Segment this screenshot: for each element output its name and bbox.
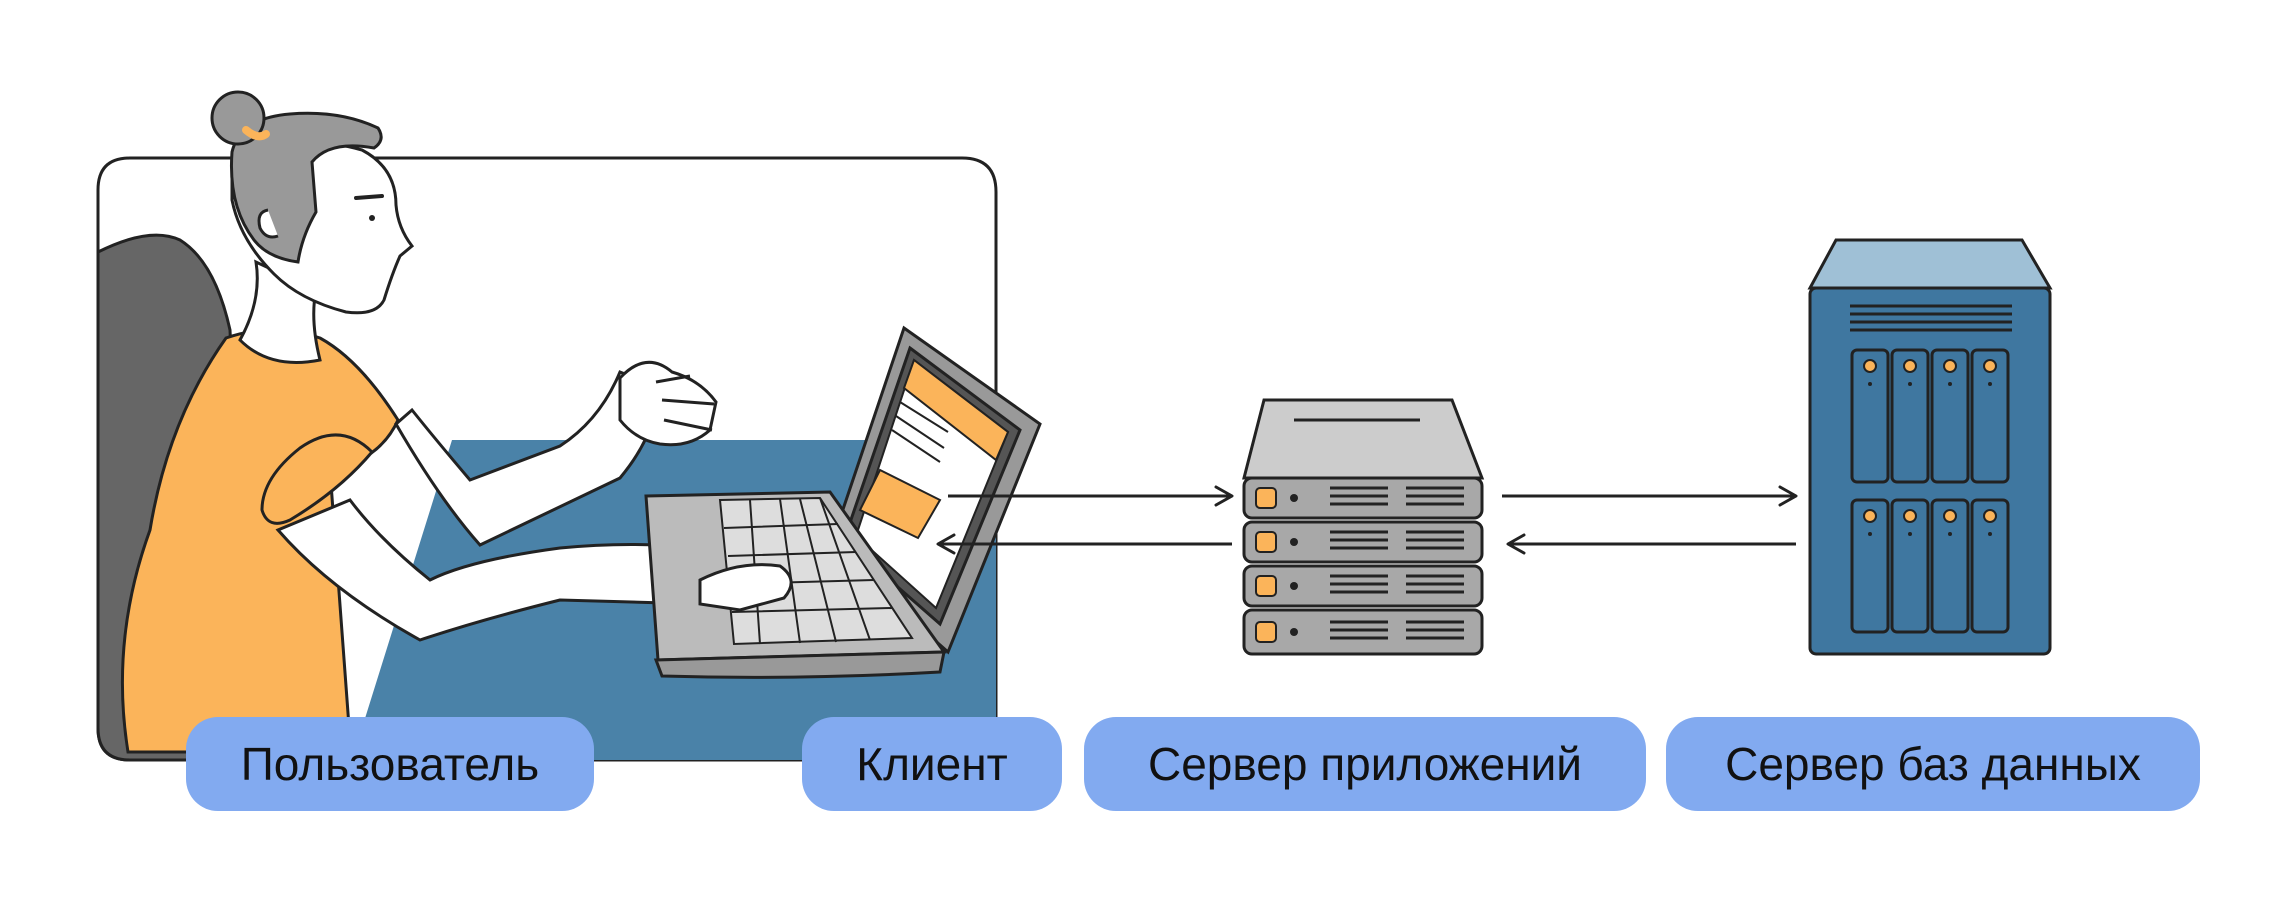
database-server-icon [1807, 238, 2053, 656]
label-client: Клиент [802, 717, 1062, 811]
sleeve [260, 433, 375, 525]
label-db-server: Сервер баз данных [1666, 717, 2200, 811]
eye [369, 215, 375, 221]
raised-hand-fingers [655, 374, 715, 432]
db-vent [1850, 304, 2012, 332]
server-top [1242, 398, 1485, 480]
db-drives-top [1850, 348, 2010, 484]
rack-server-icon [1242, 398, 1485, 656]
db-top [1807, 238, 2053, 290]
eyebrow [354, 194, 384, 200]
label-user: Пользователь [186, 717, 594, 811]
screen-header [902, 358, 1010, 462]
label-app-server: Сервер приложений [1084, 717, 1646, 811]
typing-hand [698, 563, 793, 612]
screen-image [858, 468, 942, 540]
screen-text-lines [891, 401, 949, 463]
server-unit-4 [1242, 608, 1484, 656]
laptop-edge [653, 650, 946, 679]
flow-arrows [936, 485, 1798, 555]
raised-hand [618, 360, 718, 447]
server-unit-1 [1242, 476, 1484, 520]
db-drives-bottom [1850, 498, 2010, 634]
db-body [1808, 286, 2052, 656]
hair-tie [242, 126, 270, 141]
user-illustration [96, 90, 998, 762]
laptop-icon [644, 325, 1042, 679]
server-unit-3 [1242, 564, 1484, 608]
server-unit-2 [1242, 520, 1484, 564]
ear [257, 208, 279, 239]
server-units [1242, 476, 1484, 656]
